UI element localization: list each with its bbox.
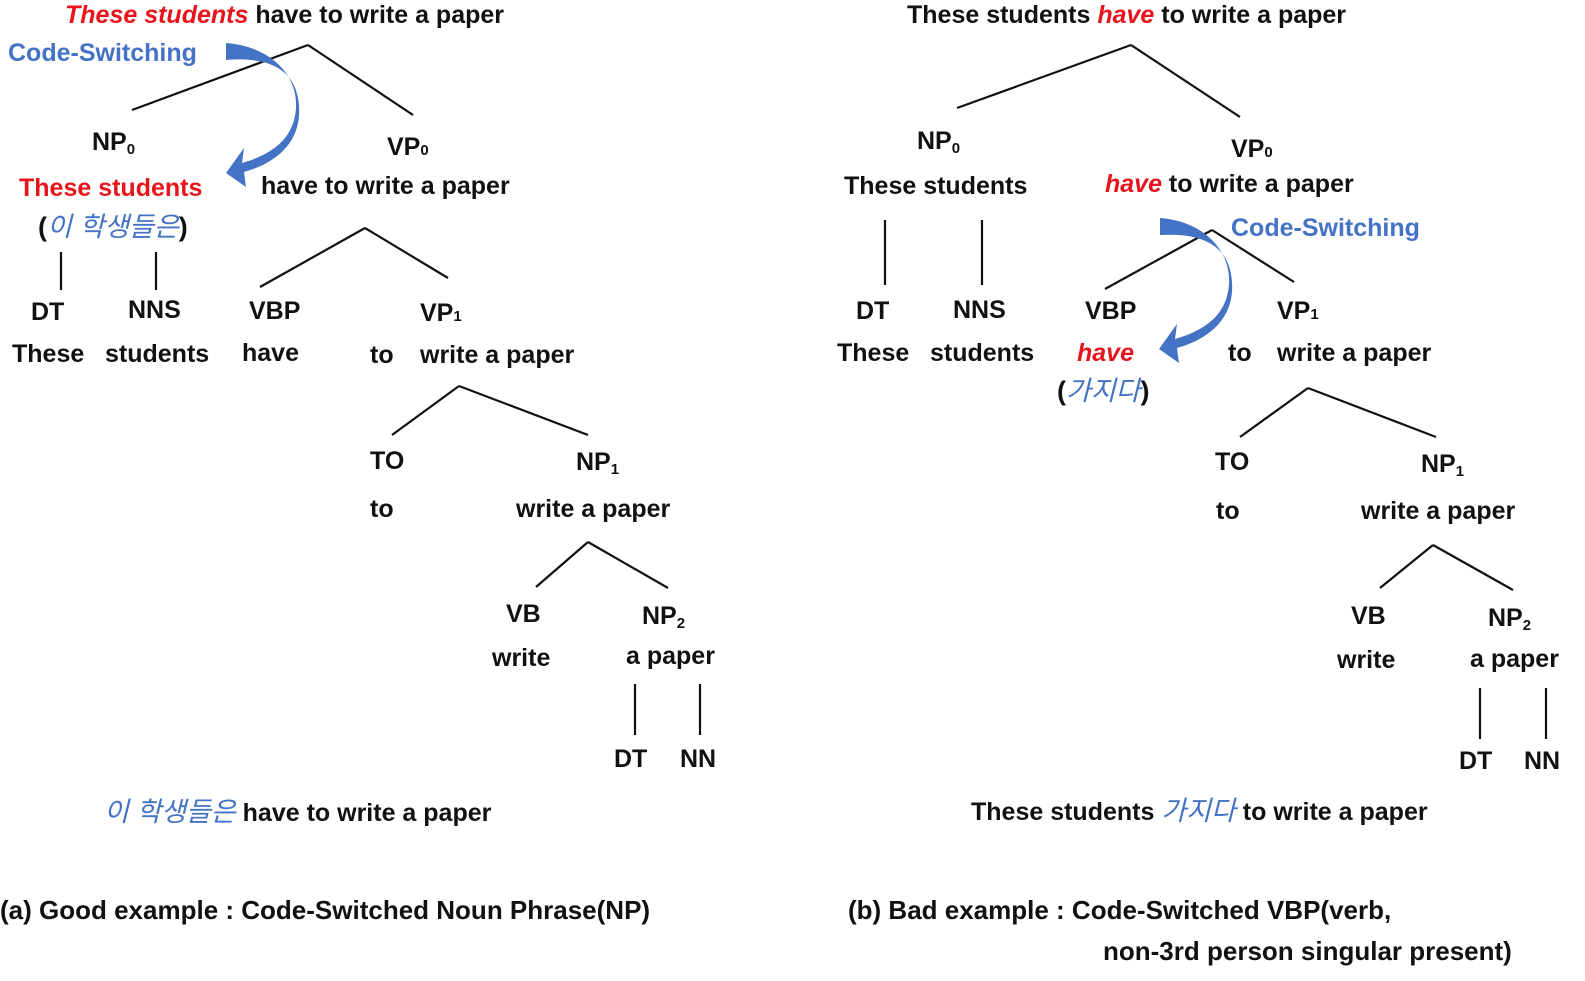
edge-vp0-vp1-b xyxy=(1211,229,1295,283)
panel-b-result-pre: These students xyxy=(971,798,1162,826)
panel-b-vbp-translation: (가지다) xyxy=(1057,376,1150,406)
panel-b-result-rest: to write a paper xyxy=(1235,798,1428,826)
panel-a-nns-label: NNS xyxy=(128,296,181,324)
panel-a-np0-label: NP0 xyxy=(92,128,136,158)
panel-a-top-highlight: These students xyxy=(65,1,249,29)
panel-b-result-sentence: These students 가지다 to write a paper xyxy=(971,796,1428,827)
code-switch-arrow-b xyxy=(1159,218,1233,363)
panel-a-result-sentence: 이 학생들은 have to write a paper xyxy=(104,797,491,828)
panel-b-to-label: TO xyxy=(1215,448,1250,476)
edge-np1-vb-a xyxy=(535,541,589,588)
panel-a-caption: (a) Good example : Code-Switched Noun Ph… xyxy=(0,895,651,925)
edge-root-np0-a xyxy=(131,43,309,112)
code-switch-arrow-a xyxy=(226,43,300,187)
panel-b-vb-label: VB xyxy=(1351,602,1386,630)
panel-a-result-switched: 이 학생들은 xyxy=(104,797,236,827)
panel-b-vp1-to: to xyxy=(1228,339,1252,367)
panel-b-vp0-text: have to write a paper xyxy=(1105,170,1354,198)
panel-b-top-sentence: These students have to write a paper xyxy=(907,0,1346,30)
panel-a-vp1-to: to xyxy=(370,341,394,369)
panel-b-vbp-word: have xyxy=(1077,339,1134,367)
panel-a-nn-label: NN xyxy=(680,745,717,773)
panel-b-dt2-label: DT xyxy=(1459,747,1493,775)
panel-b-nns-word: students xyxy=(930,339,1035,367)
edge-root-np0-b xyxy=(956,43,1132,110)
panel-a-top-rest: have to write a paper xyxy=(248,1,505,29)
panel-a-vp0-label: VP0 xyxy=(387,133,429,161)
panel-a-vp1-text: write a paper xyxy=(420,341,575,369)
panel-a-np2-text: a paper xyxy=(626,642,715,670)
panel-b-code-switching-label: Code-Switching xyxy=(1231,214,1420,242)
panel-b-nns-label: NNS xyxy=(953,296,1006,324)
panel-a-to-word: to xyxy=(370,495,394,523)
panel-b-dt-word: These xyxy=(837,339,910,367)
panel-b-vp1-text: write a paper xyxy=(1277,339,1432,367)
panel-b-vbp-label: VBP xyxy=(1085,297,1137,325)
panel-b-nn-label: NN xyxy=(1524,747,1561,775)
panel-b-np0-label: NP0 xyxy=(917,127,961,157)
panel-b-np1-label: NP1 xyxy=(1421,450,1465,480)
panel-a-vb-label: VB xyxy=(506,600,541,628)
panel-b-top-highlight: have xyxy=(1097,1,1155,29)
panel-b-np1-text: write a paper xyxy=(1361,497,1516,525)
edge-vp1-np1-a xyxy=(458,384,589,437)
edge-vp0-vbp-a xyxy=(259,227,366,288)
edge-root-vp0-a xyxy=(307,44,414,116)
edge-np1-np2-a xyxy=(587,541,669,589)
panel-a-dt-label: DT xyxy=(31,298,65,326)
panel-a-np1-text: write a paper xyxy=(516,495,671,523)
panel-b-np0-text: These students xyxy=(844,172,1028,200)
panel-b-dt-label: DT xyxy=(856,297,890,325)
panel-a-np1-label: NP1 xyxy=(576,448,620,478)
edge-root-vp0-b xyxy=(1130,44,1241,118)
panel-b-result-switched: 가지다 xyxy=(1161,796,1236,826)
panel-b-vb-word: write xyxy=(1337,646,1396,674)
edge-vp1-to-b xyxy=(1239,387,1309,438)
panel-a-np0-text: These students xyxy=(19,174,203,202)
panel-a-to-label: TO xyxy=(370,447,405,475)
panel-a-nns-word: students xyxy=(105,340,210,368)
panel-b-np2-text: a paper xyxy=(1470,645,1559,673)
panel-a-vbp-label: VBP xyxy=(249,297,301,325)
panel-a-code-switching-label: Code-Switching xyxy=(8,39,197,67)
panel-b-caption-line2: non-3rd person singular present) xyxy=(1103,936,1512,966)
panel-b-top-rest: to write a paper xyxy=(1154,1,1347,29)
panel-a-top-sentence: These students have to write a paper xyxy=(65,0,504,30)
edge-np1-vb-b xyxy=(1379,544,1434,589)
panel-a-vp1-label: VP1 xyxy=(420,299,462,327)
edge-vp0-vbp-b xyxy=(1104,229,1213,290)
panel-a-np0-translation: (이 학생들은) xyxy=(38,212,188,242)
panel-a-np2-label: NP2 xyxy=(642,602,686,632)
panel-b-top-pre: These students xyxy=(907,1,1098,29)
panel-b-vp0-label: VP0 xyxy=(1231,135,1273,163)
panel-b-caption-line1: (b) Bad example : Code-Switched VBP(verb… xyxy=(848,895,1392,925)
panel-a-vb-word: write xyxy=(492,644,551,672)
panel-a-vp0-text: have to write a paper xyxy=(261,172,510,200)
panel-a-dt-word: These xyxy=(12,340,85,368)
panel-b-np2-label: NP2 xyxy=(1488,604,1532,634)
panel-a-dt2-label: DT xyxy=(614,745,648,773)
panel-a-result-rest: have to write a paper xyxy=(235,799,492,827)
edge-np1-np2-b xyxy=(1432,544,1514,591)
panel-b-vp1-label: VP1 xyxy=(1277,297,1319,325)
edge-vp0-vp1-a xyxy=(364,227,449,279)
panel-b-to-word: to xyxy=(1216,497,1240,525)
edge-vp1-np1-b xyxy=(1307,386,1437,439)
panel-a-vbp-word: have xyxy=(242,339,299,367)
edge-vp1-to-a xyxy=(391,385,460,436)
